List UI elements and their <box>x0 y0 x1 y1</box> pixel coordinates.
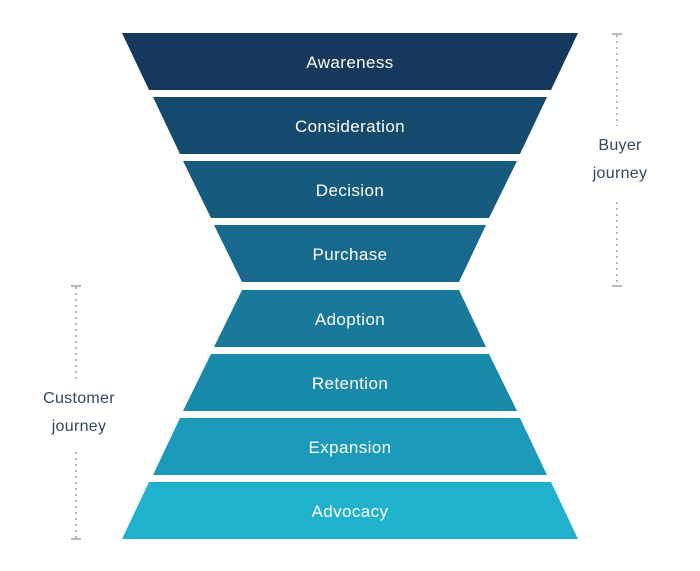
funnel-segment-decision: Decision <box>183 161 517 218</box>
funnel-segment-awareness-label: Awareness <box>306 53 393 72</box>
funnel-segment-retention-label: Retention <box>312 374 388 393</box>
funnel-segment-expansion-shape <box>153 418 547 475</box>
funnel-segment-purchase: Purchase <box>214 225 486 282</box>
funnel-segment-purchase-shape <box>214 225 486 282</box>
funnel-segment-retention-shape <box>183 354 517 411</box>
funnel-segment-consideration-label: Consideration <box>295 117 405 136</box>
buyer-journey-label-line2: journey <box>592 165 648 182</box>
customer-journey-caps <box>71 285 81 540</box>
funnel-segment-retention: Retention <box>183 354 517 411</box>
buyer-journey-label: Buyer journey <box>560 132 680 188</box>
customer-journey-label-line1: Customer <box>43 390 115 407</box>
buyer-journey-caps <box>612 33 622 287</box>
funnel-segment-expansion: Expansion <box>153 418 547 475</box>
funnel-segment-consideration-shape <box>153 97 547 154</box>
funnel-segment-decision-label: Decision <box>316 181 384 200</box>
buyer-journey-label-line1: Buyer <box>598 137 642 154</box>
customer-journey-label-line2: journey <box>51 418 107 435</box>
funnel-segment-advocacy-label: Advocacy <box>312 502 389 521</box>
funnel-segment-expansion-label: Expansion <box>309 438 392 457</box>
funnel-segment-awareness: Awareness <box>122 33 578 90</box>
funnel-segment-adoption-shape <box>214 290 486 347</box>
funnel-segment-purchase-label: Purchase <box>312 245 387 264</box>
funnel-segment-advocacy-shape <box>122 482 578 539</box>
funnel-segment-awareness-shape <box>122 33 578 90</box>
funnel-segment-consideration: Consideration <box>153 97 547 154</box>
funnel-segment-advocacy: Advocacy <box>122 482 578 539</box>
funnel-segment-adoption: Adoption <box>214 290 486 347</box>
funnel-segment-adoption-label: Adoption <box>315 310 385 329</box>
funnel-segment-decision-shape <box>183 161 517 218</box>
customer-journey-label: Customer journey <box>19 385 139 441</box>
